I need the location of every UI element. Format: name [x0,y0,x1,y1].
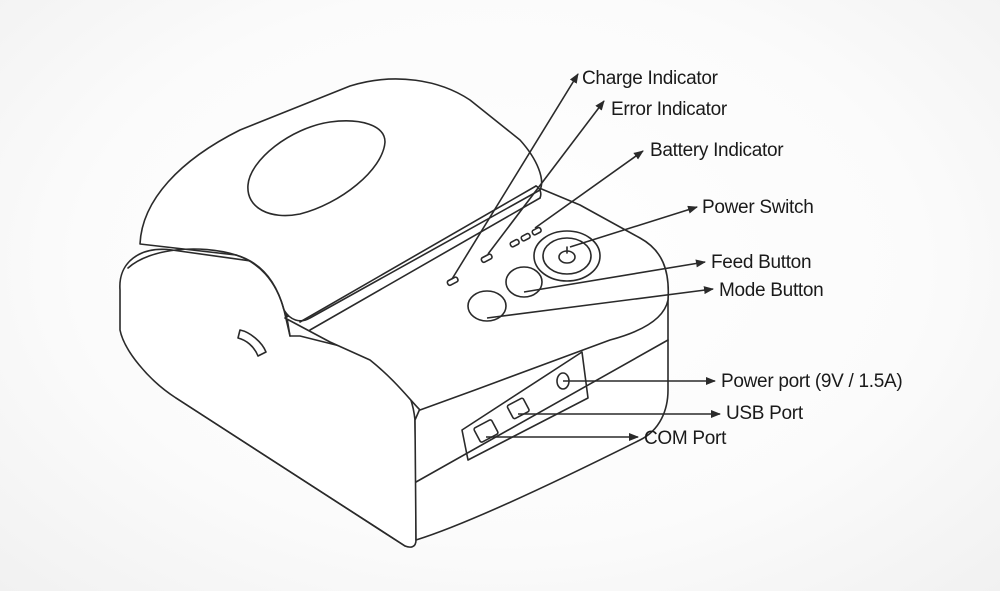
battery-indicator-label: Battery Indicator [650,140,784,161]
error-led [480,253,493,264]
error-leader [487,100,605,255]
charge-leader [451,73,579,280]
battery-led-2 [520,232,531,242]
com-port-label: COM Port [644,428,727,449]
charge-led [446,276,459,287]
paper-slot [299,185,537,323]
power-switch-leader [569,205,698,248]
error-indicator-label: Error Indicator [611,99,727,120]
mode-leader [486,286,714,319]
power-port-label: Power port (9V / 1.5A) [721,371,903,392]
power-switch-label: Power Switch [702,197,814,218]
feed-button-shape [505,266,543,298]
cover-window [247,120,386,217]
battery-led-1 [509,238,520,248]
usb-port-label: USB Port [726,403,803,424]
feed-button-label: Feed Button [711,252,812,273]
battery-leader [534,150,644,229]
battery-led-3 [531,226,542,236]
charge-indicator-label: Charge Indicator [582,68,718,89]
feed-leader [523,259,706,293]
mode-button-label: Mode Button [719,280,824,301]
mode-button-shape [467,290,507,322]
